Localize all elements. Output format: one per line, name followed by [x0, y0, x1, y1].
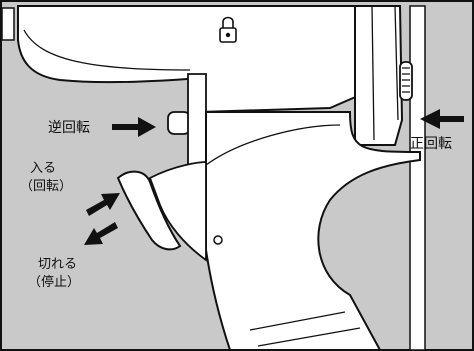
reverse-rotation-label: 逆回転: [48, 120, 90, 136]
knob-ridges: [402, 67, 410, 93]
switch-knob-right: [399, 61, 413, 101]
housing-contour: [23, 29, 191, 71]
forward-rotation-label: 正回転: [410, 136, 452, 152]
on-label-line1: 入る: [30, 161, 56, 176]
trigger: [116, 170, 182, 251]
grip-band-line: [249, 311, 346, 331]
grip-band-line-2: [257, 327, 361, 347]
switch-plate: [187, 73, 207, 171]
trigger-guard: [148, 161, 207, 262]
screw-hole: [213, 235, 223, 245]
arrow-on: [86, 193, 120, 216]
left-edge-part: [1, 7, 15, 41]
arrow-off: [84, 222, 118, 245]
handle-grip: [205, 111, 421, 351]
arrow-forward: [420, 109, 464, 129]
right-housing-edge-2: [394, 5, 399, 121]
reverse-switch: [167, 111, 191, 135]
lock-icon: [219, 16, 237, 43]
off-label-line2: （停止）: [28, 274, 80, 290]
right-housing-edge: [371, 5, 375, 141]
on-label-line2: （回転）: [20, 179, 72, 194]
grip-contour: [205, 124, 341, 166]
far-right-column: [409, 5, 426, 351]
right-housing: [354, 5, 404, 146]
arrow-reverse: [112, 117, 156, 137]
off-label-line1: 切れる: [38, 257, 77, 272]
